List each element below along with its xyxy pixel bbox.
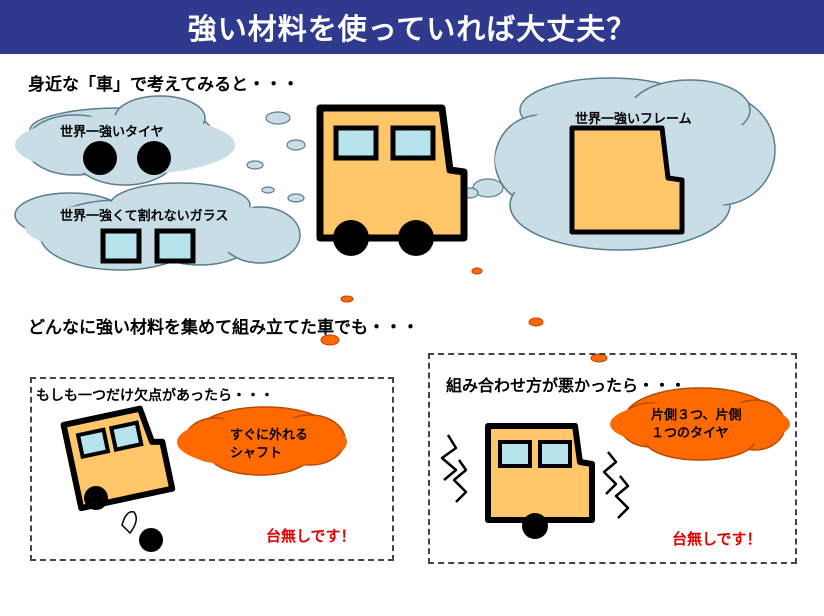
tire-bubble-line2: １つのタイヤ (651, 426, 729, 441)
assembly-caption: 組み合わせ方が悪かったら・・・ (446, 376, 687, 395)
strong-glass-1 (100, 228, 142, 264)
title-bar: 強い材料を使っていれば大丈夫？ (0, 0, 824, 54)
page-title: 強い材料を使っていれば大丈夫？ (187, 12, 637, 46)
strong-glass-2 (154, 228, 196, 264)
assembly-verdict: 台無しです！ (672, 530, 762, 548)
defect-caption: もしも一つだけ欠点があったら・・・ (36, 388, 274, 404)
shake-lines (440, 434, 630, 519)
frame-cloud-label: 世界一強いフレーム (575, 112, 692, 127)
defect-verdict: 台無しです！ (266, 527, 356, 545)
tire-cloud-label: 世界一強いタイヤ (60, 125, 164, 140)
broken-car (60, 405, 176, 512)
strong-tire-2 (137, 141, 171, 175)
broken-car-tire (84, 486, 108, 510)
tire-bubble-line1: 片側３つ、片側 (651, 408, 742, 423)
broken-shaft (121, 511, 137, 535)
shaft-bubble-line1: すぐに外れる (230, 428, 309, 443)
main-car (316, 104, 468, 256)
section1-heading: 身近な「車」で考えてみると・・・ (28, 75, 300, 95)
assembly-panel (428, 353, 797, 564)
glass-cloud-label: 世界一強くて割れないガラス (60, 209, 229, 224)
strong-frame (569, 125, 685, 235)
unbalanced-car (485, 423, 595, 539)
defect-panel (30, 377, 394, 561)
shaft-bubble-line2: シャフト (230, 446, 283, 461)
orange-trail-dots (320, 267, 608, 363)
loose-tire (139, 528, 163, 552)
section2-heading: どんなに強い材料を集めて組み立てた車でも・・・ (28, 318, 419, 338)
strong-tire-1 (83, 141, 117, 175)
